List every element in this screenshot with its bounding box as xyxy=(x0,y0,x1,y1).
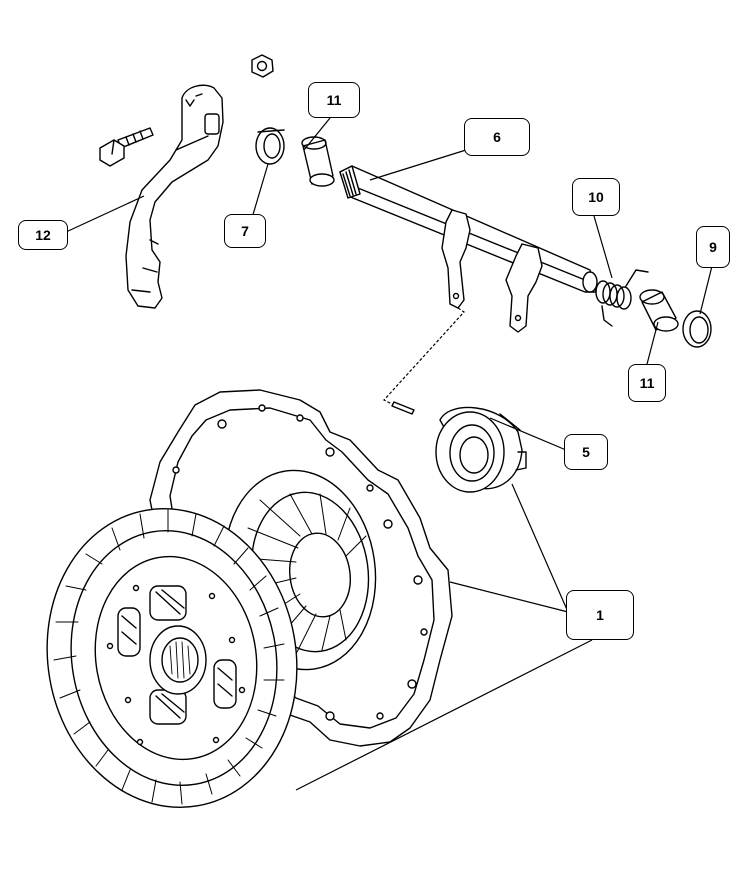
leader-1-bearing xyxy=(511,483,569,613)
leader-1-disc xyxy=(295,639,593,791)
pin-part xyxy=(391,401,415,415)
callout-6: 6 xyxy=(464,118,530,156)
pin-dash-leader xyxy=(383,307,465,405)
leader-9 xyxy=(699,265,713,315)
clutch-disc-part xyxy=(46,508,298,808)
callout-11-upper: 11 xyxy=(308,82,360,118)
release-lever-part xyxy=(125,84,224,309)
seal-ring-part xyxy=(682,310,712,348)
callout-7: 7 xyxy=(224,214,266,248)
callout-12: 12 xyxy=(18,220,68,250)
bushing-upper-part xyxy=(301,136,335,187)
callout-11-lower: 11 xyxy=(628,364,666,402)
callout-5: 5 xyxy=(564,434,608,470)
leader-10 xyxy=(593,215,613,279)
leader-lines xyxy=(65,117,713,791)
leader-11-lower xyxy=(645,321,659,369)
release-shaft-part xyxy=(339,165,598,333)
callout-9: 9 xyxy=(696,226,730,268)
leader-7 xyxy=(251,163,269,219)
bushing-lower-part xyxy=(639,289,679,332)
lock-nut-part xyxy=(251,54,274,78)
callout-10: 10 xyxy=(572,178,620,216)
return-spring-part xyxy=(595,269,649,327)
release-bearing-part xyxy=(435,406,527,493)
oil-seal-part xyxy=(255,127,285,165)
bolt-part xyxy=(99,127,154,167)
leader-5 xyxy=(489,417,567,451)
leader-6 xyxy=(369,149,467,181)
callout-1: 1 xyxy=(566,590,634,640)
leader-11-upper xyxy=(303,117,331,151)
leader-12 xyxy=(65,195,145,233)
leader-1-plate xyxy=(449,581,569,613)
